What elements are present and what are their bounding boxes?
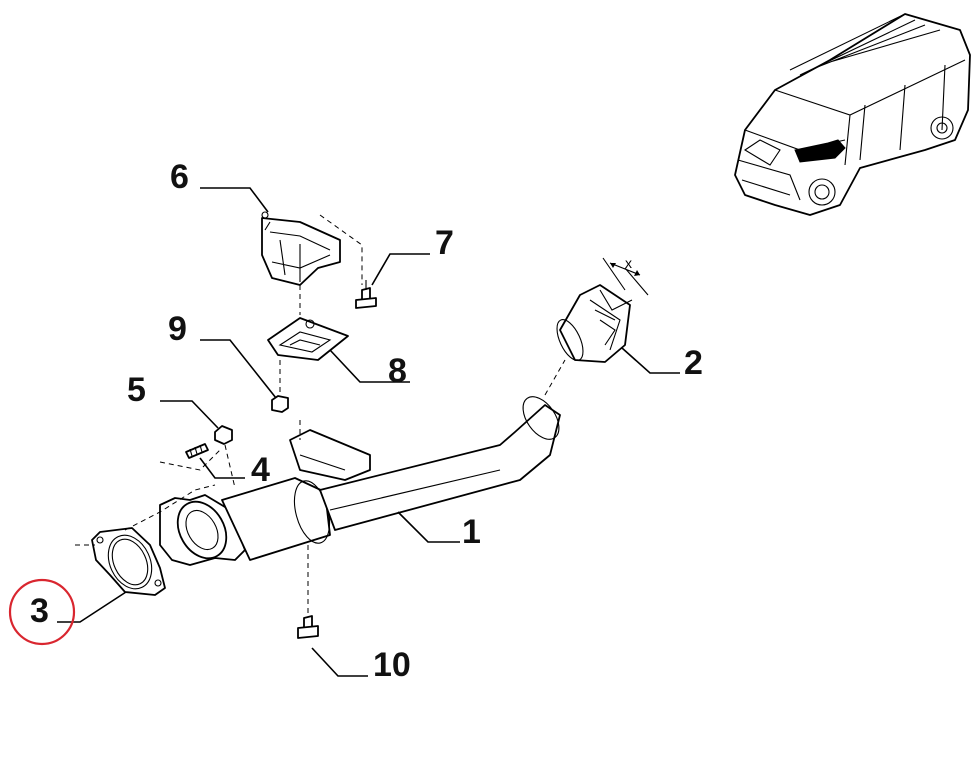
callout-5: 5 — [127, 371, 146, 409]
part-6-bracket — [261, 211, 363, 315]
part-4-stud — [185, 443, 209, 459]
part-8-bracket — [267, 317, 349, 361]
van-location-thumbnail — [734, 13, 971, 216]
dimension-label: x — [625, 255, 632, 271]
part-9-nut — [271, 360, 289, 413]
callout-2: 2 — [684, 344, 703, 382]
part-10-bolt — [297, 545, 319, 639]
callout-8: 8 — [388, 352, 407, 390]
part-2-clamp — [544, 284, 633, 396]
alignment-lines — [159, 420, 301, 489]
clamp-dimension-marker: x — [602, 255, 649, 296]
callout-3: 3 — [30, 592, 49, 630]
highlight-circle — [8, 578, 76, 646]
part-3-gasket — [75, 484, 216, 596]
callout-10: 10 — [373, 646, 411, 684]
leader-lines — [57, 187, 680, 677]
part-5-nut — [214, 425, 233, 445]
callout-6: 6 — [170, 158, 189, 196]
part-1-exhaust-pipe — [159, 396, 561, 566]
callout-7: 7 — [435, 224, 454, 262]
callout-9: 9 — [168, 310, 187, 348]
callout-4: 4 — [251, 451, 270, 489]
callout-1: 1 — [462, 513, 481, 551]
part-7-bolt — [355, 280, 377, 309]
